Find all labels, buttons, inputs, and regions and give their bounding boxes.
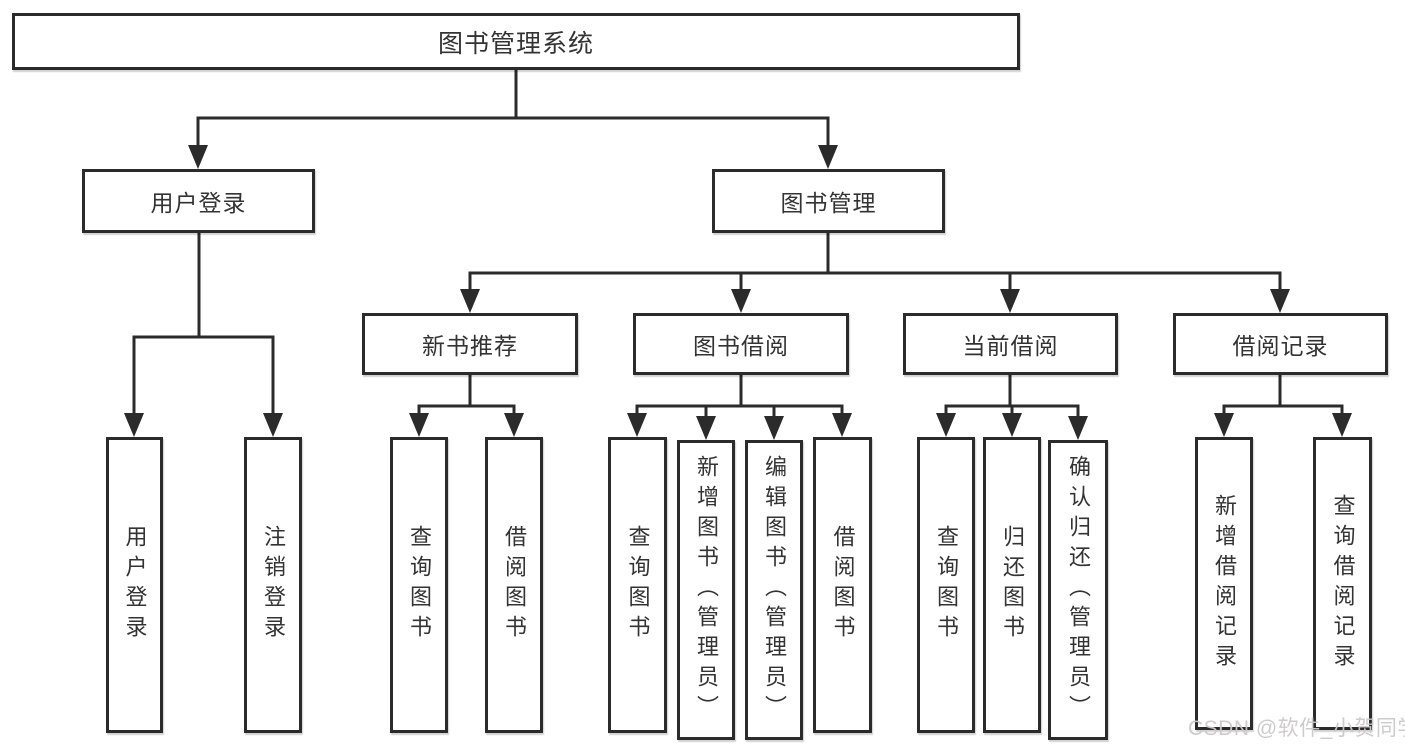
leaf-current-return: 归还图书 [983,437,1041,733]
watermark-text: CSDN @软件_小贺同学 [1188,717,1405,740]
node-user-login: 用户登录 [82,169,315,233]
leaf-records-query: 查询借阅记录 [1313,437,1372,730]
node-borrow-records: 借阅记录 [1173,313,1388,375]
node-root: 图书管理系统 [12,13,1020,70]
node-current-borrow: 当前借阅 [903,313,1118,375]
leaf-borrowing-borrow: 借阅图书 [813,437,872,733]
leaf-borrowing-add-admin: 新增图书（管理员） [677,440,735,740]
node-new-books: 新书推荐 [362,313,578,375]
leaf-newbooks-query: 查询图书 [390,437,448,733]
node-borrowing: 图书借阅 [633,313,849,375]
leaf-newbooks-borrow: 借阅图书 [485,437,543,733]
leaf-borrowing-query: 查询图书 [608,437,667,733]
node-book-mgmt: 图书管理 [712,169,945,233]
leaf-records-add: 新增借阅记录 [1195,437,1253,730]
leaf-borrowing-edit-admin: 编辑图书（管理员） [745,440,803,740]
leaf-user-login: 用户登录 [106,437,163,733]
leaf-logout: 注销登录 [244,437,302,733]
leaf-current-confirm-admin: 确认归还（管理员） [1048,440,1108,740]
leaf-current-query: 查询图书 [917,437,975,733]
